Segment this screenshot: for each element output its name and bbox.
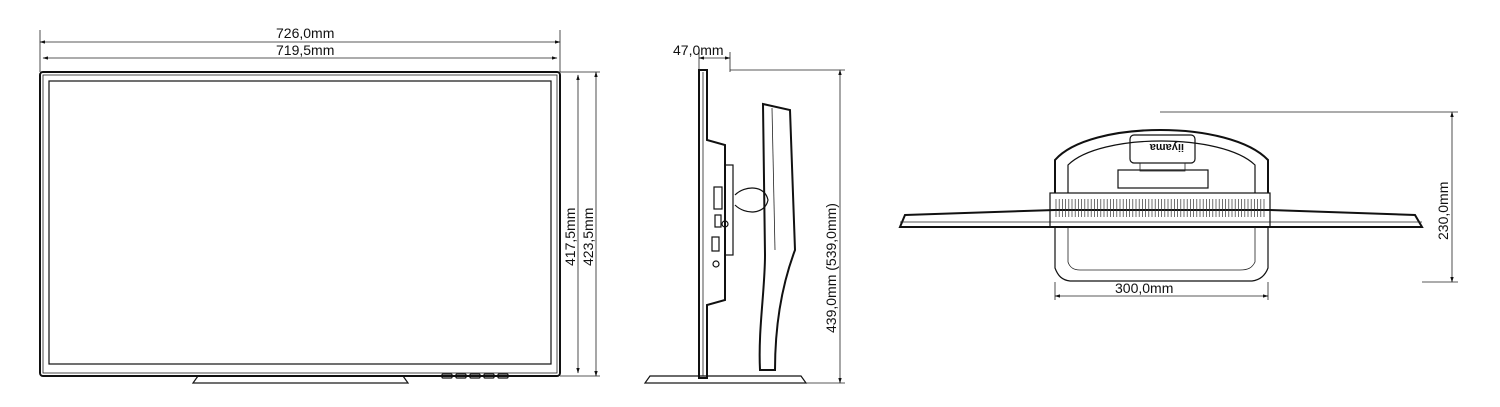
monitor-screen	[48, 80, 552, 365]
top-vent-grille: (function(){ const g = document.currentS…	[1055, 199, 1265, 217]
top-stand-neck: iiyama	[1117, 134, 1209, 189]
side-view: 47,0mm 439,0mm (539,0mm)	[643, 42, 845, 384]
dimension-top-depth: 230,0mm	[1435, 182, 1451, 240]
dimension-stand-width: 300,0mm	[1115, 280, 1173, 296]
brand-logo: iiyama	[1149, 141, 1184, 153]
top-vent-block	[1049, 192, 1271, 228]
dimension-outer-width: 726,0mm	[276, 25, 334, 41]
front-view: 726,0mm 719,5mm 417,5mm 423,5mm	[39, 25, 600, 384]
dimension-outer-height: 423,5mm	[580, 208, 596, 266]
dimension-panel-height: 417,5mm	[562, 208, 578, 266]
dimension-depth: 47,0mm	[673, 42, 724, 58]
side-stand-column	[758, 102, 797, 371]
side-panel-body	[698, 69, 726, 379]
side-stand-base	[643, 375, 808, 384]
top-view: (function(){ const g = document.currentS…	[898, 111, 1458, 300]
monitor-front-bezel-inner	[42, 74, 558, 374]
top-stand-base	[1054, 129, 1269, 193]
top-panel-bar	[898, 209, 1424, 228]
dimension-height: 439,0mm (539,0mm)	[823, 203, 839, 333]
monitor-front-outer	[39, 71, 561, 377]
front-control-buttons	[441, 373, 509, 379]
front-stand-base	[191, 375, 410, 384]
side-rear-ports	[711, 164, 734, 268]
dimension-panel-width: 719,5mm	[276, 42, 334, 58]
